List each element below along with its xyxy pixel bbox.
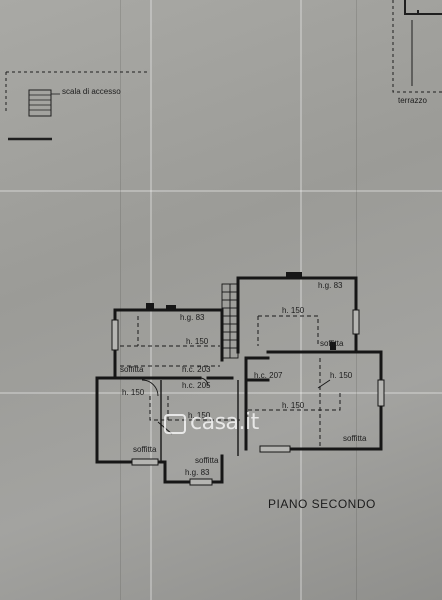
- height-label: h. 150: [330, 371, 353, 380]
- attic-label: soffitta: [320, 339, 344, 348]
- watermark-logo-icon: [164, 414, 186, 434]
- attic-label: soffitta: [195, 456, 219, 465]
- terrace-label: terrazzo: [398, 96, 427, 105]
- central-stair: [221, 283, 239, 359]
- ceiling-height-label: h.c. 203: [182, 365, 211, 374]
- height-label: h. 150: [282, 306, 305, 315]
- height-boundaries: [120, 315, 341, 446]
- height-label: h.g. 83: [180, 313, 205, 322]
- ceiling-height-label: h.c. 205: [182, 381, 211, 390]
- plan-inner-walls: [160, 380, 239, 462]
- access-stair-area: [5, 71, 150, 141]
- height-label: h. 150: [122, 388, 145, 397]
- paper-crease: [120, 0, 121, 600]
- paper-fold: [300, 0, 302, 600]
- ceiling-height-label: h.c. 207: [254, 371, 283, 380]
- attic-label: soffitta: [120, 365, 144, 374]
- windows: [111, 309, 385, 486]
- height-label: h. 150: [186, 337, 209, 346]
- terrace-area: [392, 0, 442, 93]
- attic-label: soffitta: [133, 445, 157, 454]
- attic-label: soffitta: [343, 434, 367, 443]
- watermark-text: casa.it: [190, 410, 259, 435]
- paper-fold: [0, 190, 442, 192]
- chimney-marks: [146, 272, 336, 350]
- access-stair-label: scala di accesso: [62, 87, 121, 96]
- paper-fold: [0, 392, 442, 394]
- height-label: h.g. 83: [318, 281, 343, 290]
- height-label: h.g. 83: [185, 468, 210, 477]
- floor-title: PIANO SECONDO: [268, 497, 376, 511]
- paper-fold: [150, 0, 152, 600]
- height-label: h. 150: [188, 411, 211, 420]
- height-label: h. 150: [282, 401, 305, 410]
